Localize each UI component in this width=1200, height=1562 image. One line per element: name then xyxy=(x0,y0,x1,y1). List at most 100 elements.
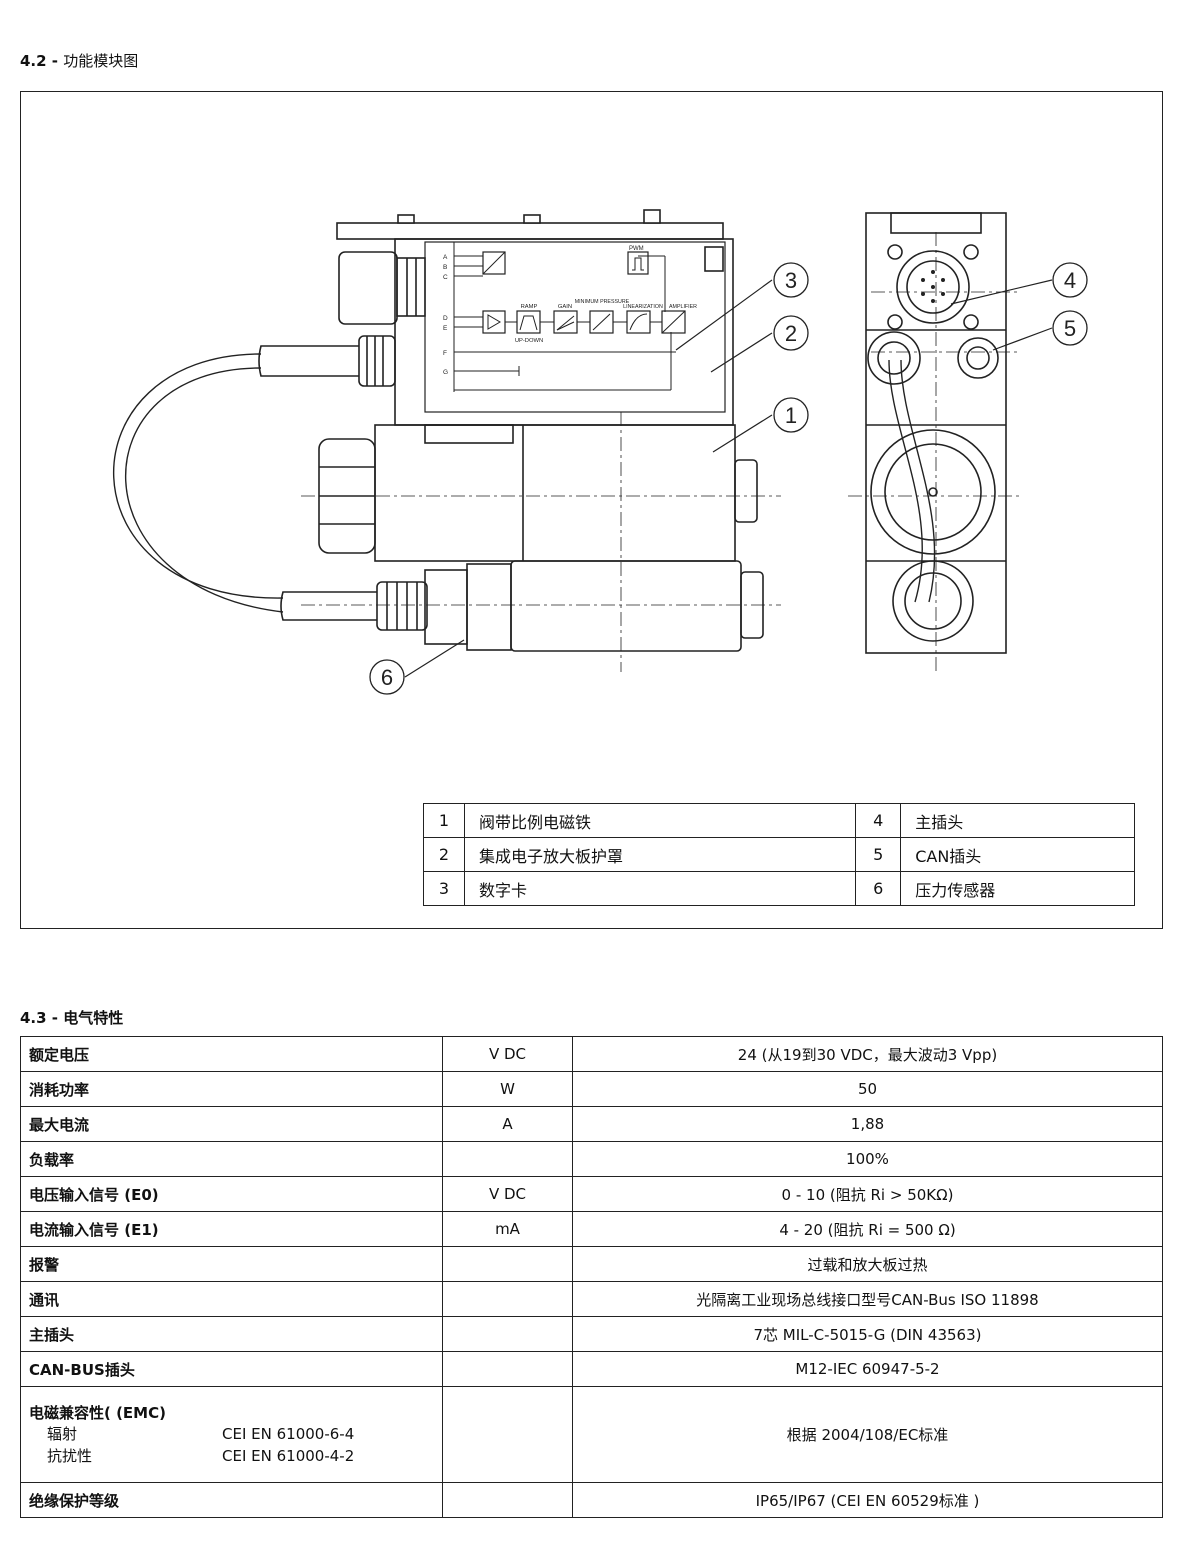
row-unit xyxy=(442,1316,573,1352)
channel-c-label: C xyxy=(443,274,448,281)
row-value: 24 (从19到30 VDC，最大波动3 Vpp) xyxy=(572,1036,1163,1072)
row-label: 负载率 xyxy=(20,1141,443,1177)
legend-num: 1 xyxy=(423,803,465,838)
legend-num: 3 xyxy=(423,871,465,906)
table-row: 主插头 7芯 MIL-C-5015-G (DIN 43563) xyxy=(20,1316,1163,1352)
top-plate xyxy=(336,222,724,240)
legend-row: 1 阀带比例电磁铁 4 主插头 xyxy=(423,803,1135,838)
table-row: 负载率 100% xyxy=(20,1141,1163,1177)
row-value: 光隔离工业现场总线接口型号CAN-Bus ISO 11898 xyxy=(572,1281,1163,1317)
linearization-label: LINEARIZATION xyxy=(623,304,663,310)
row-label: 绝缘保护等级 xyxy=(20,1482,443,1518)
callout-leaders xyxy=(404,279,1053,678)
row-value: 50 xyxy=(572,1071,1163,1107)
pwm-block xyxy=(627,251,649,275)
legend-num: 4 xyxy=(855,803,902,838)
callout-2: 2 xyxy=(785,321,797,346)
section-title-4-3: 4.3 - 电气特性 xyxy=(20,1009,124,1027)
emc-label-cell: 电磁兼容性( (EMC) 辐射 CEI EN 61000-6-4 抗扰性 CEI… xyxy=(20,1386,443,1483)
callout-4: 4 xyxy=(1064,268,1076,293)
row-unit: V DC xyxy=(442,1176,573,1212)
emc-label: 电磁兼容性( (EMC) xyxy=(29,1404,166,1422)
channel-d-label: D xyxy=(443,315,448,322)
row-unit xyxy=(442,1482,573,1518)
table-row: 报警 过载和放大板过热 xyxy=(20,1246,1163,1282)
center-lines xyxy=(301,232,1021,672)
legend-table: 1 阀带比例电磁铁 4 主插头 2 集成电子放大板护罩 5 CAN插头 3 数字… xyxy=(423,803,1135,906)
signal-lines xyxy=(453,242,676,392)
main-connector xyxy=(338,251,398,325)
solenoid-valve xyxy=(374,424,736,562)
row-label: 报警 xyxy=(20,1246,443,1282)
pwm-label: PWM xyxy=(629,246,644,252)
row-label: 额定电压 xyxy=(20,1036,443,1072)
row-label: 电流输入信号 (E1) xyxy=(20,1211,443,1247)
function-block-diagram: A B C D E F G xyxy=(113,209,1088,695)
row-label: 消耗功率 xyxy=(20,1071,443,1107)
table-row: 通讯光隔离工业现场总线接口型号CAN-Bus ISO 11898 xyxy=(20,1281,1163,1317)
legend-num: 5 xyxy=(855,837,902,872)
channel-e-label: E xyxy=(443,325,448,332)
ramp-block xyxy=(516,310,541,334)
main-plug-face xyxy=(896,250,970,324)
table-row-emc: 电磁兼容性( (EMC) 辐射 CEI EN 61000-6-4 抗扰性 CEI… xyxy=(20,1386,1163,1483)
callout-1: 1 xyxy=(785,403,797,428)
callout-5: 5 xyxy=(1064,316,1076,341)
legend-text: 压力传感器 xyxy=(900,871,1135,906)
row-value: 1,88 xyxy=(572,1106,1163,1142)
row-value: 0 - 10 (阻抗 Ri > 50KΩ) xyxy=(572,1176,1163,1212)
gain-block xyxy=(553,310,578,334)
linearization-block xyxy=(626,310,651,334)
channel-f-label: F xyxy=(443,350,447,357)
row-value: 过载和放大板过热 xyxy=(572,1246,1163,1282)
row-unit: V DC xyxy=(442,1036,573,1072)
row-label: CAN-BUS插头 xyxy=(20,1351,443,1387)
row-unit: A xyxy=(442,1106,573,1142)
gain-label: GAIN xyxy=(558,304,572,310)
immunity-label: 抗扰性 xyxy=(47,1447,93,1465)
row-unit: mA xyxy=(442,1211,573,1247)
pressure-sensor xyxy=(466,563,512,651)
amplifier-block xyxy=(661,310,686,334)
row-unit xyxy=(442,1246,573,1282)
emission-standard: CEI EN 61000-6-4 xyxy=(222,1425,355,1443)
legend-text: 阀带比例电磁铁 xyxy=(463,803,857,838)
row-value: 100% xyxy=(572,1141,1163,1177)
ramp-sub-label: UP-DOWN xyxy=(515,338,543,344)
legend-row: 3 数字卡 6 压力传感器 xyxy=(423,871,1135,906)
amplifier-label: AMPLIFIER xyxy=(669,304,697,310)
table-row: 绝缘保护等级 IP65/IP67 (CEI EN 60529标准 ) xyxy=(20,1482,1163,1518)
row-label: 最大电流 xyxy=(20,1106,443,1142)
legend-text: 数字卡 xyxy=(463,871,857,906)
figure-frame: A B C D E F G xyxy=(20,91,1163,929)
emission-label: 辐射 xyxy=(47,1425,78,1443)
legend-text: CAN插头 xyxy=(900,837,1135,872)
can-plug-face xyxy=(957,337,999,379)
row-unit xyxy=(442,1386,573,1483)
legend-text: 主插头 xyxy=(900,803,1135,838)
legend-text: 集成电子放大板护罩 xyxy=(463,837,857,872)
row-unit xyxy=(442,1141,573,1177)
row-value: 根据 2004/108/EC标准 xyxy=(572,1386,1163,1483)
row-label: 主插头 xyxy=(20,1316,443,1352)
ramp-label: RAMP xyxy=(521,304,538,310)
min-pressure-label: MINIMUM PRESSURE xyxy=(575,299,630,305)
channel-g-label: G xyxy=(443,369,448,376)
channel-labels: A B C D E F G xyxy=(443,254,448,376)
row-value: IP65/IP67 (CEI EN 60529标准 ) xyxy=(572,1482,1163,1518)
emc-emission: 辐射 CEI EN 61000-6-4 xyxy=(47,1423,434,1445)
row-unit xyxy=(442,1351,573,1387)
legend-num: 6 xyxy=(855,871,902,906)
callout-3: 3 xyxy=(785,268,797,293)
row-value: 4 - 20 (阻抗 Ri = 500 Ω) xyxy=(572,1211,1163,1247)
legend-row: 2 集成电子放大板护罩 5 CAN插头 xyxy=(423,837,1135,872)
row-value: 7芯 MIL-C-5015-G (DIN 43563) xyxy=(572,1316,1163,1352)
channel-a-label: A xyxy=(443,254,448,261)
